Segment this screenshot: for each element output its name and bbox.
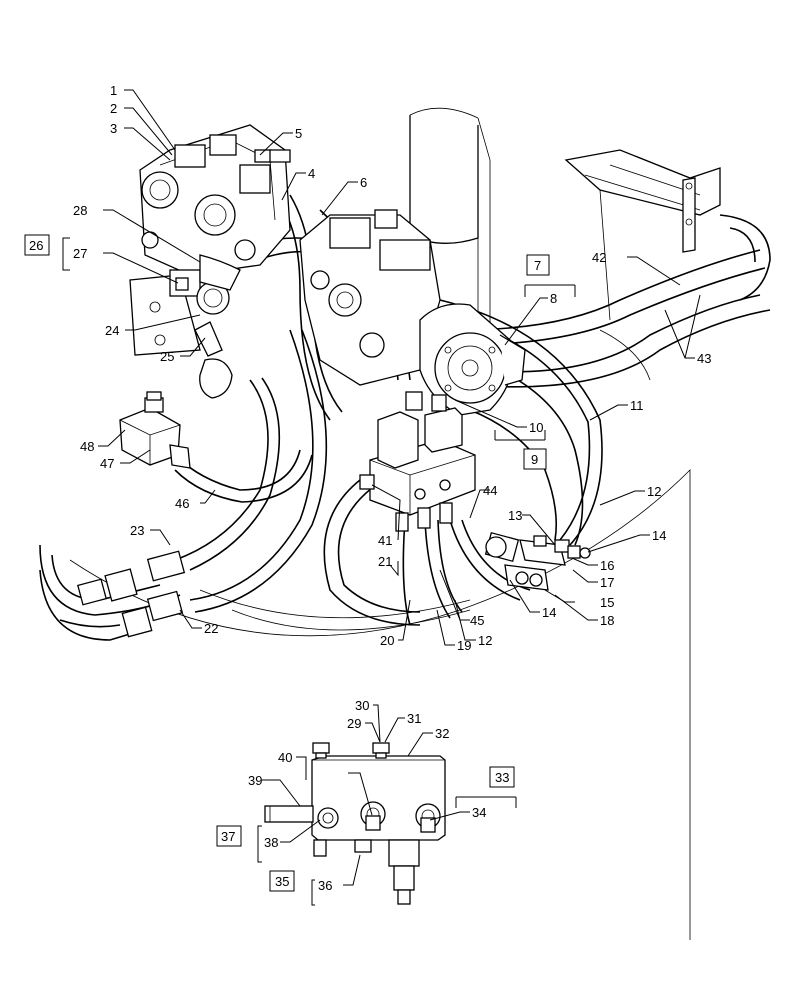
frame-structure [69,107,721,940]
leader-lines [62,89,701,906]
callout-8: 8 [550,291,557,306]
callout-38: 38 [264,835,278,850]
callout-43: 43 [697,351,711,366]
callout-5: 5 [295,126,302,141]
callout-13: 13 [508,508,522,523]
box-7 [526,254,550,276]
fittings-13-18-44 [484,531,591,591]
valve-block-main [359,391,476,532]
callout-6: 6 [360,175,367,190]
box-9 [523,448,547,470]
callout-21: 21 [378,554,392,569]
callout-26: 26 [29,238,43,253]
callout-4: 4 [308,166,315,181]
callout-32: 32 [435,726,449,741]
callout-48: 48 [80,439,94,454]
callout-39: 39 [248,773,262,788]
callout-40: 40 [278,750,292,765]
callout-10: 10 [529,420,543,435]
box-37 [216,825,242,847]
callout-29: 29 [347,716,361,731]
pump-assembly-right [299,209,526,416]
callout-22: 22 [204,621,218,636]
callout-27: 27 [73,246,87,261]
callout-17: 17 [600,575,614,590]
callout-46: 46 [175,496,189,511]
box-33 [489,766,515,788]
callout-35: 35 [275,874,289,889]
callout-9: 9 [531,452,538,467]
callout-12b: 12 [478,633,492,648]
callout-1: 1 [110,83,117,98]
boxed-callouts [24,234,550,892]
callout-31: 31 [407,711,421,726]
callout-28: 28 [73,203,87,218]
callout-3: 3 [110,121,117,136]
callout-11: 11 [630,398,644,413]
callout-37: 37 [221,829,235,844]
box-35 [269,870,295,892]
callout-33: 33 [495,770,509,785]
callout-36: 36 [318,878,332,893]
callout-30: 30 [355,698,369,713]
callout-16: 16 [600,558,614,573]
box-26 [24,234,50,256]
callout-23: 23 [130,523,144,538]
callout-44: 44 [483,483,497,498]
callout-2: 2 [110,101,117,116]
callout-20: 20 [380,633,394,648]
callout-47: 47 [100,456,114,471]
callout-7: 7 [534,258,541,273]
callout-18: 18 [600,613,614,628]
fitting-47-48 [119,391,191,469]
callout-25: 25 [160,349,174,364]
callout-34: 34 [472,805,486,820]
callout-42: 42 [592,250,606,265]
callout-12a: 12 [647,484,661,499]
callout-19: 19 [457,638,471,653]
callout-14b: 14 [542,605,556,620]
callout-45: 45 [470,613,484,628]
callout-15: 15 [600,595,614,610]
callout-24: 24 [105,323,119,338]
callout-41: 41 [378,533,392,548]
detail-valve-block [264,742,446,905]
fittings-22-23 [77,550,186,638]
callout-labels: 1 2 3 4 5 6 7 8 9 10 11 12 12 13 14 14 1… [29,83,711,893]
callout-14a: 14 [652,528,666,543]
pump-assembly-left [129,124,291,399]
